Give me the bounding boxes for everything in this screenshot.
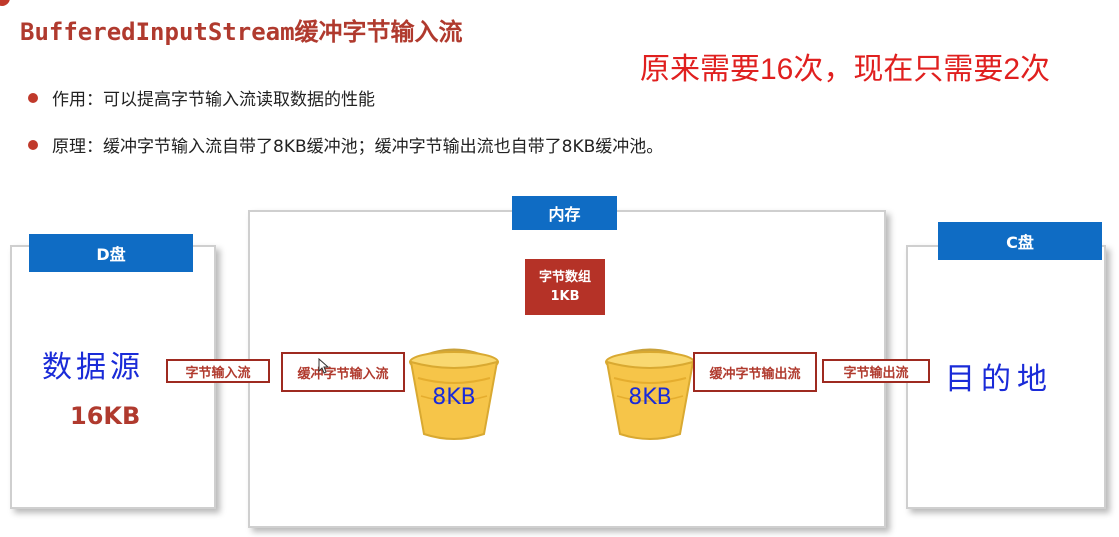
- source-size-label: 16KB: [70, 402, 141, 430]
- bullet-dot-icon: [28, 139, 38, 150]
- annotation-note: 原来需要16次，现在只需要2次: [640, 53, 1051, 86]
- source-handwriting: 数据源: [42, 350, 144, 385]
- byte-output-stream-box: 字节输出流: [822, 359, 930, 383]
- source-disk-tag: D盘: [29, 234, 193, 272]
- memory-tag: 内存: [512, 196, 617, 230]
- page-title: BufferedInputStream缓冲字节输入流: [20, 18, 463, 46]
- byte-array-box: 字节数组 1KB: [525, 259, 605, 315]
- dest-disk-panel: [906, 245, 1106, 509]
- dest-handwriting: 目的地: [945, 362, 1053, 397]
- bucket-left-icon: 8KB: [409, 348, 499, 440]
- bullet-text: 作用：可以提高字节输入流读取数据的性能: [52, 90, 375, 110]
- byte-input-stream-box: 字节输入流: [166, 359, 270, 383]
- bullet-dot-icon: [28, 92, 38, 103]
- dest-disk-tag: C盘: [938, 222, 1102, 260]
- bullet-item: 作用：可以提高字节输入流读取数据的性能: [28, 85, 375, 110]
- bucket-left-label: 8KB: [432, 385, 476, 410]
- bullet-text: 原理：缓冲字节输入流自带了8KB缓冲池；缓冲字节输出流也自带了8KB缓冲池。: [52, 137, 664, 157]
- bucket-right-label: 8KB: [628, 385, 672, 410]
- bucket-right-icon: 8KB: [605, 348, 695, 440]
- byte-array-size: 1KB: [550, 289, 580, 304]
- byte-array-label: 字节数组: [538, 270, 591, 285]
- buffered-output-stream-box: 缓冲字节输出流: [693, 352, 817, 392]
- bullet-item: 原理：缓冲字节输入流自带了8KB缓冲池；缓冲字节输出流也自带了8KB缓冲池。: [28, 132, 663, 157]
- buffered-input-stream-box: 缓冲字节输入流: [281, 352, 405, 392]
- corner-marker: [0, 0, 10, 6]
- mouse-cursor-icon: [318, 358, 330, 374]
